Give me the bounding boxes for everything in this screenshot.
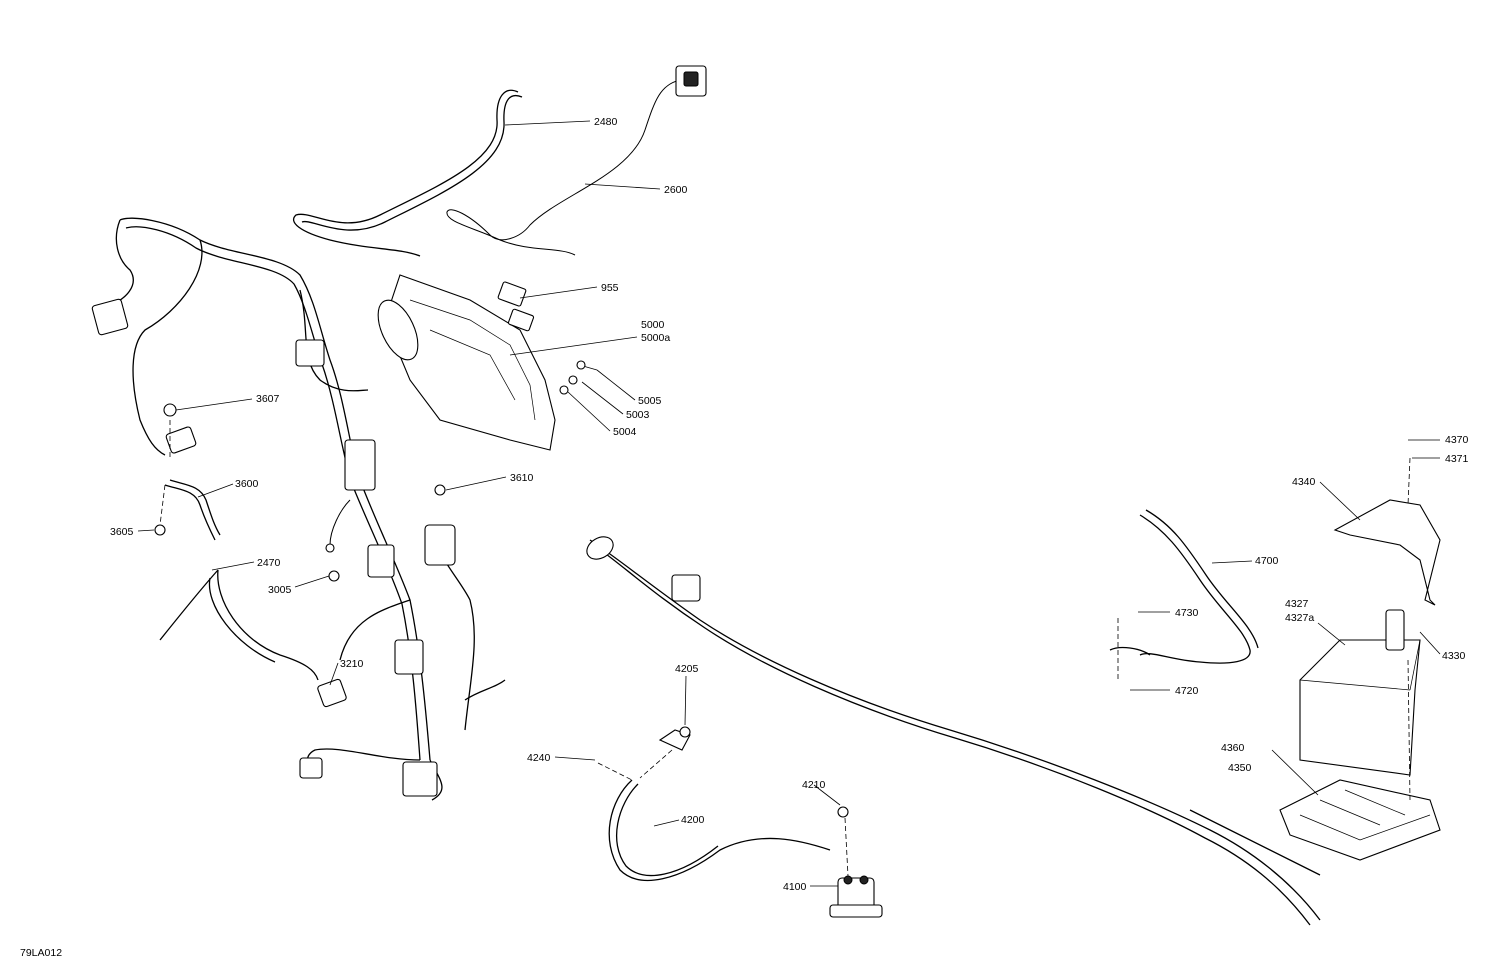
- callout-2470: 2470: [257, 557, 281, 569]
- callout-5005: 5005: [638, 395, 662, 407]
- callout-4371: 4371: [1445, 453, 1469, 465]
- callout-4330: 4330: [1442, 650, 1466, 662]
- callout-4327a: 4327a: [1285, 612, 1314, 624]
- ground-strap-3600: [164, 479, 221, 541]
- long-harness: [586, 536, 1321, 926]
- callout-4205: 4205: [675, 663, 699, 675]
- callout-4100: 4100: [783, 881, 807, 893]
- bracket-4340: [1333, 499, 1441, 606]
- callout-4730: 4730: [1175, 607, 1199, 619]
- cable-4200: [608, 726, 831, 882]
- callout-4327: 4327: [1285, 598, 1309, 610]
- callout-955: 955: [601, 282, 619, 294]
- wire-2480: [293, 89, 523, 257]
- ecu-module-5000: [377, 274, 556, 451]
- assembly-lines: [159, 420, 1411, 877]
- callout-4360: 4360: [1221, 742, 1245, 754]
- callout-2480: 2480: [594, 116, 618, 128]
- callout-4200: 4200: [681, 814, 705, 826]
- battery-4327: [1299, 609, 1421, 776]
- callout-4210: 4210: [802, 779, 826, 791]
- callout-labels: 2480 2600 955 5000 5000a 5005 5003 5004 …: [20, 116, 1469, 959]
- callout-3605: 3605: [110, 526, 134, 538]
- callout-3600: 3600: [235, 478, 259, 490]
- callout-2600: 2600: [664, 184, 688, 196]
- callout-5003: 5003: [626, 409, 650, 421]
- solenoid-4100: [829, 806, 883, 918]
- callout-4370: 4370: [1445, 434, 1469, 446]
- callout-3607: 3607: [256, 393, 280, 405]
- callout-4720: 4720: [1175, 685, 1199, 697]
- leaders: [137, 120, 1441, 887]
- callout-3005: 3005: [268, 584, 292, 596]
- callout-3210: 3210: [340, 658, 364, 670]
- wire-2470: [159, 569, 319, 681]
- callout-5004: 5004: [613, 426, 637, 438]
- callout-5000: 5000: [641, 319, 665, 331]
- figure-code: 79LA012: [20, 947, 62, 959]
- main-harness: [91, 217, 506, 801]
- callout-4340: 4340: [1292, 476, 1316, 488]
- battery-tray-4350: [1279, 779, 1441, 861]
- callout-4700: 4700: [1255, 555, 1279, 567]
- callout-4240: 4240: [527, 752, 551, 764]
- callout-4350: 4350: [1228, 762, 1252, 774]
- wire-2600: [446, 65, 707, 256]
- callout-3610: 3610: [510, 472, 534, 484]
- callout-5000a: 5000a: [641, 332, 670, 344]
- cable-4700: [1109, 509, 1259, 664]
